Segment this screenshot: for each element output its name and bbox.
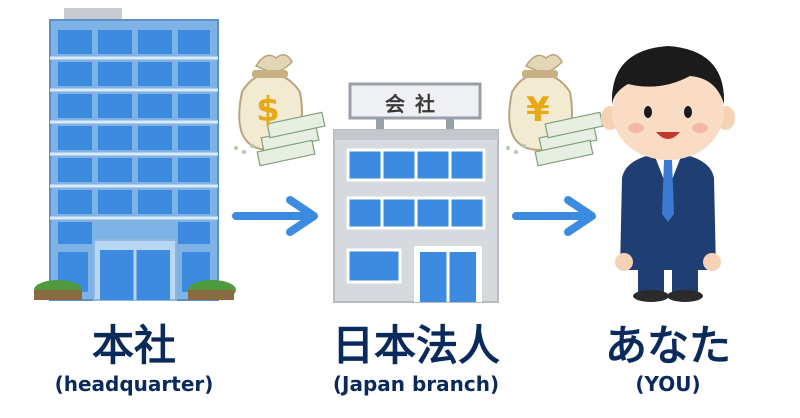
branch-sign: 会社 — [385, 91, 445, 116]
branch-subtitle: (Japan branch) — [332, 372, 500, 396]
headquarter-subtitle: (headquarter) — [54, 372, 214, 396]
branch-title: 日本法人 — [331, 321, 500, 370]
dollar-symbol: $ — [256, 90, 280, 130]
you-subtitle: (YOU) — [635, 372, 701, 396]
yen-symbol: ¥ — [526, 90, 550, 130]
headquarter-title: 本社 — [91, 321, 176, 370]
you-title: あなた — [604, 321, 731, 370]
